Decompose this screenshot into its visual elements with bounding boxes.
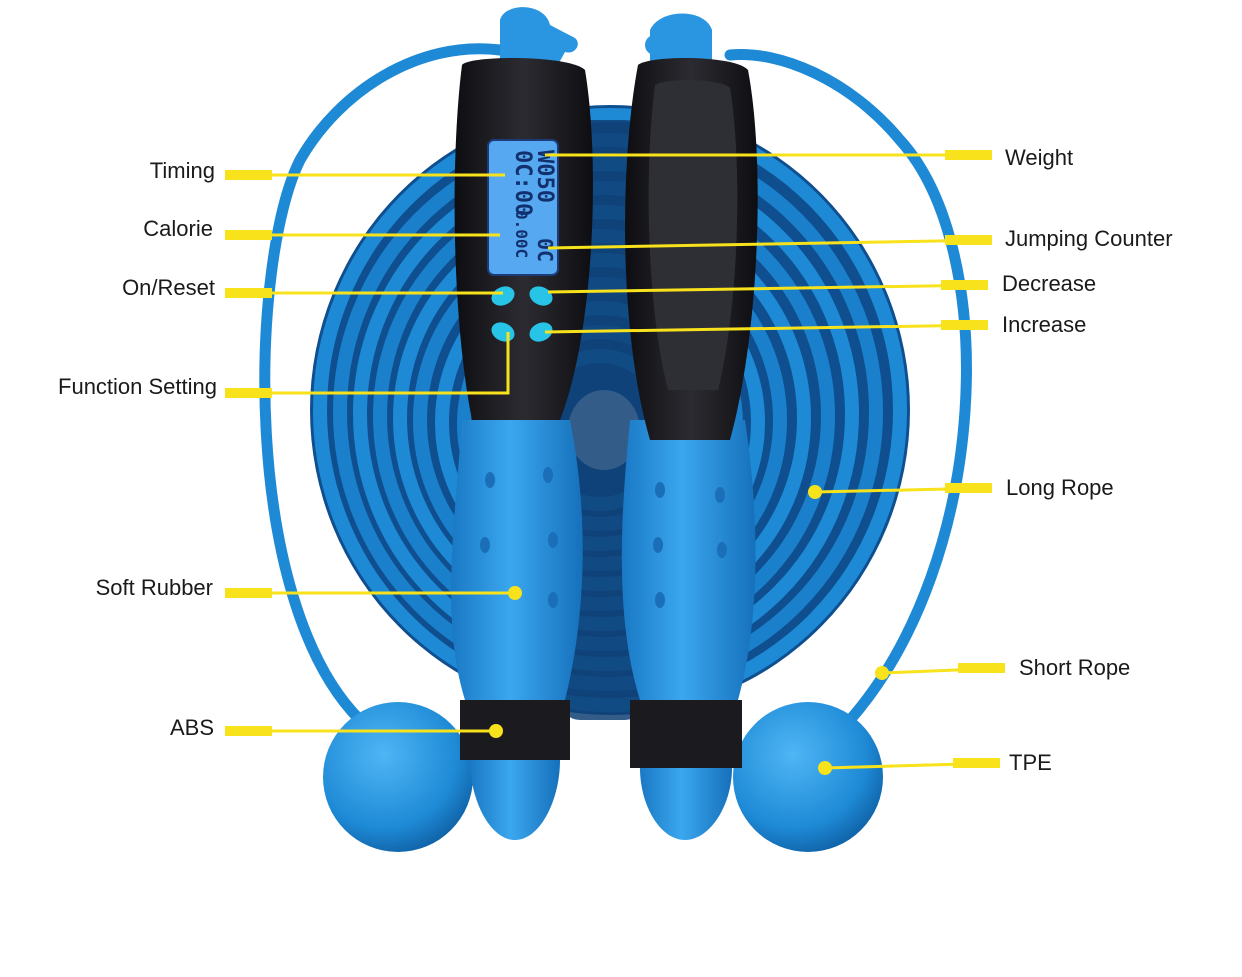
leader-lines [225,150,1006,770]
label-weight: Weight [1005,145,1074,170]
lcd-line-2: 0C:00 [510,150,535,216]
leader-dots [489,485,889,775]
increase-button[interactable] [526,319,555,345]
lcd-line-4: 0C [533,238,557,262]
short-rope-left [259,43,506,726]
short-rope-right [724,48,972,726]
label-short-rope: Short Rope [1019,655,1131,680]
right-handle [621,13,758,840]
lcd-display: W050 0C:00 0.00C 0C [510,150,557,262]
label-increase: Increase [1002,312,1087,337]
label-on-reset: On/Reset [122,275,215,300]
label-jumping-counter: Jumping Counter [1005,226,1173,251]
decrease-button[interactable] [526,283,555,309]
lcd-line-1: W050 [532,150,557,203]
left-handle [451,7,593,840]
ball-left-abs [323,702,473,852]
long-rope-coil [310,105,910,720]
label-timing: Timing [149,158,215,183]
label-calorie: Calorie [143,216,213,241]
label-soft-rubber: Soft Rubber [95,575,213,600]
label-decrease: Decrease [1002,271,1097,296]
label-long-rope: Long Rope [1006,475,1114,500]
label-function-setting: Function Setting [58,374,217,399]
label-tpe: TPE [1009,750,1052,775]
on-reset-button[interactable] [488,283,517,309]
ball-right-tpe [733,702,883,852]
lcd-line-3: 0.00C [512,210,531,258]
label-abs: ABS [169,715,214,740]
